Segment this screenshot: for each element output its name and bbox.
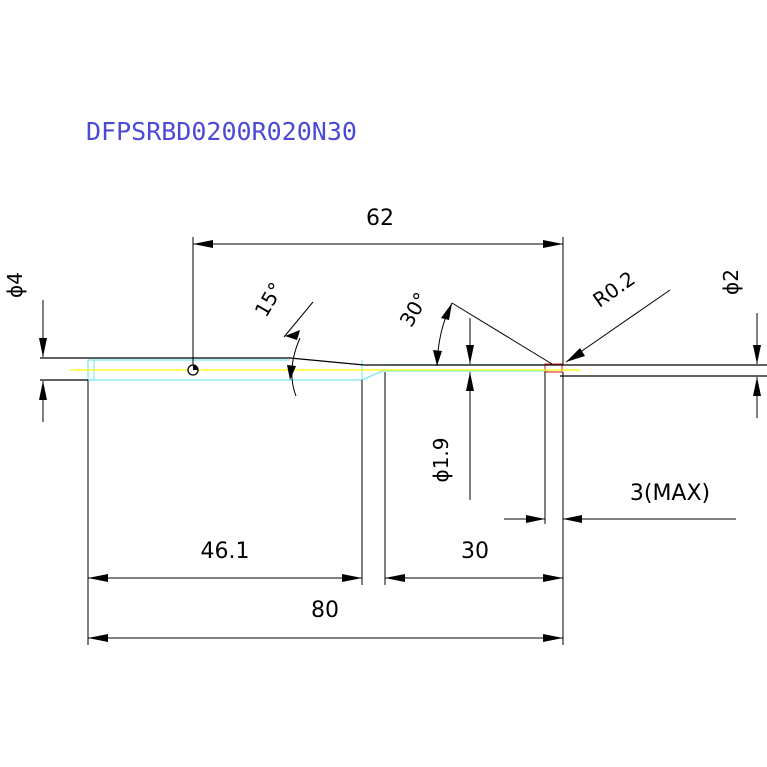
neck-diameter-label: ϕ1.9 bbox=[429, 438, 453, 483]
dimension-overall-length: 80 bbox=[88, 524, 564, 645]
corner-radius-label: R0.2 bbox=[588, 266, 639, 312]
dimension-neck-diameter: ϕ1.9 bbox=[429, 318, 474, 500]
tip-diameter-label: ϕ2 bbox=[719, 269, 743, 295]
taper-angle-neck-label: 30° bbox=[395, 288, 434, 331]
overall-length-label: 80 bbox=[311, 598, 339, 623]
taper-top-profile bbox=[289, 357, 365, 366]
taper-angle-shank-label: 15° bbox=[250, 278, 289, 321]
dimension-shank-diameter: ϕ4 bbox=[3, 272, 47, 422]
dimension-reach: 62 bbox=[192, 206, 564, 365]
taper-bottom-edge bbox=[361, 369, 386, 381]
reference-point-fill bbox=[193, 365, 198, 370]
dimension-corner-radius: R0.2 bbox=[565, 266, 671, 363]
shank-diameter-label: ϕ4 bbox=[3, 272, 27, 298]
neck-length-label: 30 bbox=[461, 539, 489, 564]
dimension-shank-and-neck: 46.1 30 bbox=[87, 372, 563, 645]
tip-cutting-edge bbox=[544, 363, 563, 373]
dimension-flute-length: 3(MAX) bbox=[504, 372, 736, 524]
reach-length-label: 62 bbox=[366, 206, 394, 231]
dimension-tip-diameter: ϕ2 bbox=[719, 269, 761, 418]
flute-length-label: 3(MAX) bbox=[630, 481, 710, 506]
tool-body bbox=[40, 357, 767, 381]
dimension-taper-angle-shank: 15° bbox=[250, 278, 314, 397]
part-number: DFPSRBD0200R020N30 bbox=[86, 117, 357, 146]
shank-length-label: 46.1 bbox=[201, 539, 250, 564]
dimension-taper-angle-neck: 30° bbox=[395, 288, 553, 367]
